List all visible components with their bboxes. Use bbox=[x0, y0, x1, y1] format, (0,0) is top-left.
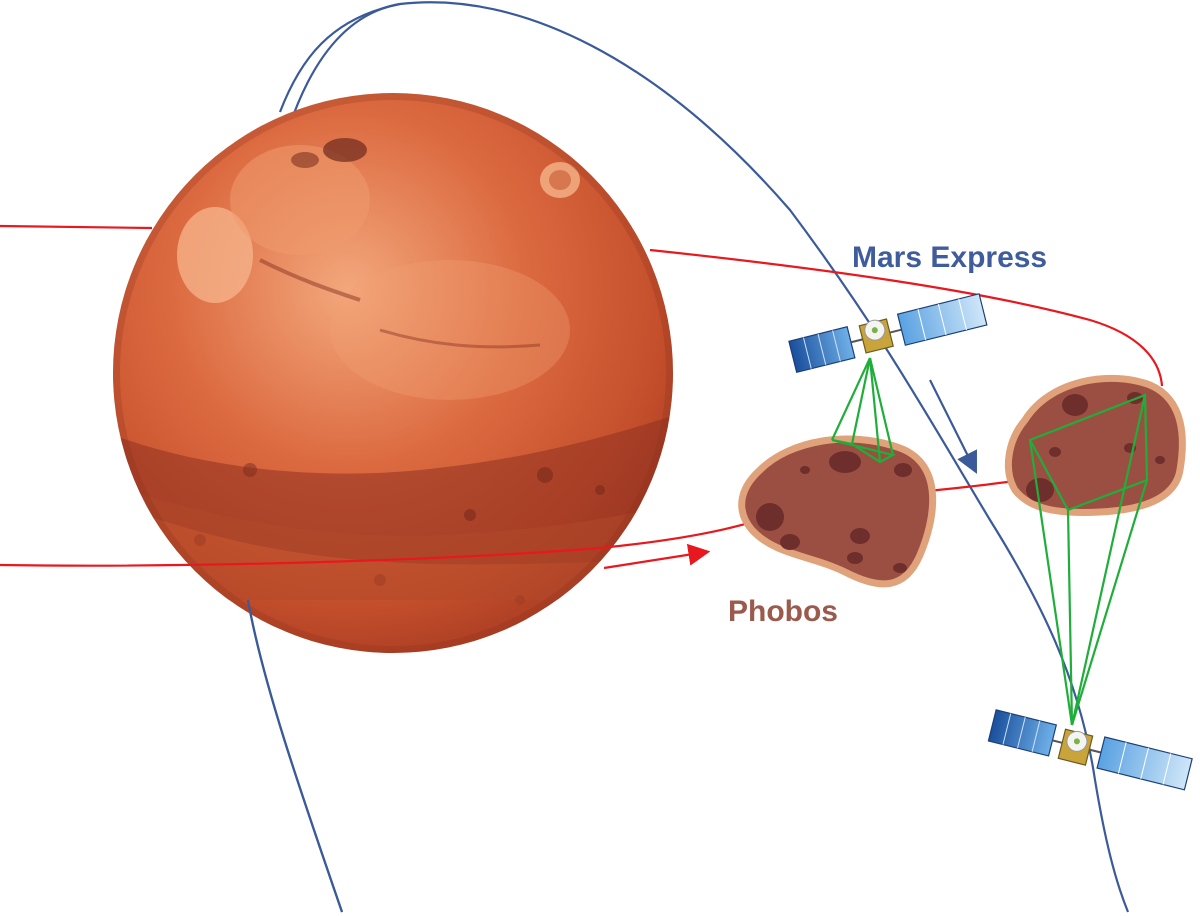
spacecraft-orbit-front-top bbox=[278, 2, 401, 113]
phobos-body-left bbox=[738, 435, 937, 588]
phobos-orbit-left-upper bbox=[0, 224, 153, 230]
mars-globe bbox=[113, 93, 673, 653]
phobos-orbit-right-upper bbox=[649, 248, 1164, 387]
spacecraft-orbit-front bbox=[246, 599, 344, 913]
phobos-label: Phobos bbox=[728, 595, 838, 628]
satellite-icon-upper bbox=[788, 293, 988, 374]
field-of-view-far bbox=[1028, 393, 1149, 726]
spacecraft-label: Mars Express bbox=[852, 241, 1047, 274]
spacecraft-motion-arrow bbox=[929, 379, 977, 474]
field-of-view-near bbox=[831, 357, 897, 464]
phobos-body-right bbox=[1004, 374, 1186, 516]
phobos-motion-arrow bbox=[603, 543, 711, 570]
satellite-icon-lower bbox=[987, 709, 1193, 791]
